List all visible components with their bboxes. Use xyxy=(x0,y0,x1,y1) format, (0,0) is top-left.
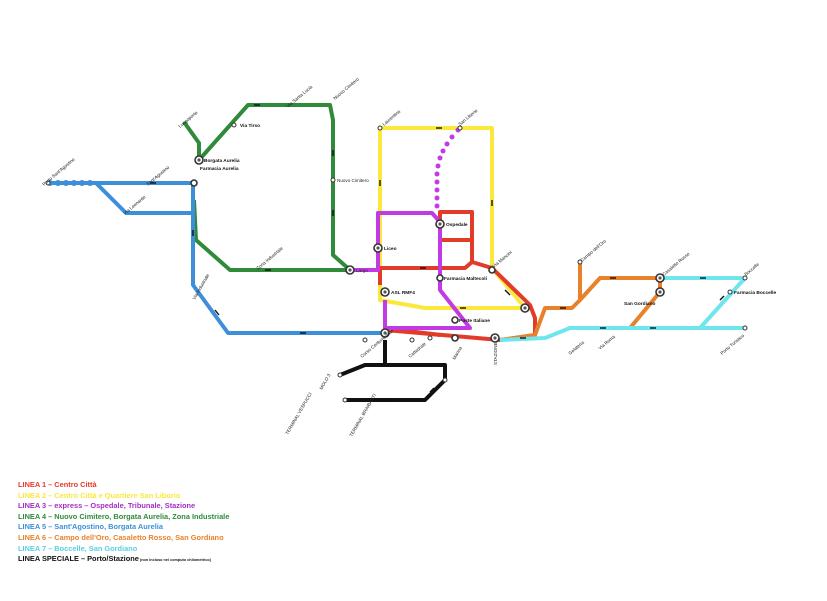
label-porto-turistico: Porto Turistico xyxy=(719,333,745,356)
legend-label: LINEA SPECIALE – Porto/Stazione xyxy=(18,554,139,564)
label-molo: MOLO 3 xyxy=(319,373,332,391)
label-terminal-vespucci: TERMINAL VESPUCCI xyxy=(285,392,313,436)
label-farmacia-boccelle: Farmacia Boccelle xyxy=(734,290,776,296)
label-largo: Largo xyxy=(356,268,368,273)
label-via-tirso: Via Tirso xyxy=(240,123,260,129)
station-farmacia-aurelia[interactable] xyxy=(190,179,198,187)
label-cattedrale: Cattedrale xyxy=(407,341,427,359)
label-farmacia-aurelia: Farmacia Aurelia xyxy=(200,166,239,172)
label-borgata-aurelia: Borgata Aurelia xyxy=(204,158,240,164)
legend-label: LINEA 5 – Sant'Agostino, Borgata Aurelia xyxy=(18,522,163,532)
legend-item: LINEA 6 – Campo dell'Oro, Casaletto Ross… xyxy=(18,533,318,544)
line-4-route xyxy=(182,103,352,272)
label-boccelle: Boccelle xyxy=(743,261,760,276)
line-3-route xyxy=(350,211,472,330)
label-zona-industriale: Zona Industriale xyxy=(255,245,284,270)
legend-item: LINEA 2 – Centro Città e Quartiere San L… xyxy=(18,491,318,502)
legend-item: LINEA SPECIALE – Porto/Stazione (non inc… xyxy=(18,554,318,566)
stop-labels: Porto Sant'Agostino Sant'Agostino Borgat… xyxy=(41,76,776,437)
legend-item: LINEA 7 – Boccelle, San Gordiano xyxy=(18,544,318,555)
label-gelateria: Gelateria xyxy=(567,340,585,356)
label-via-mancini: Via Mancini xyxy=(491,250,512,269)
legend-note: (non incluso nel computo chilometrico) xyxy=(138,558,212,563)
label-casaletto: Casaletto Rosso xyxy=(661,251,690,277)
label-ospedale: Ospedale xyxy=(446,222,468,228)
line-2-route xyxy=(378,126,527,310)
station-poste[interactable] xyxy=(451,316,459,324)
label-campo-oro: Campo dell'Oro xyxy=(579,238,607,263)
legend-label: LINEA 3 – express – Ospedale, Tribunale,… xyxy=(18,501,196,511)
label-asl: ASL RMF4 xyxy=(391,290,415,296)
line-3-dotted xyxy=(434,127,461,209)
label-poste: Poste Italiane xyxy=(459,318,490,324)
legend-label: LINEA 1 – Centro Città xyxy=(18,480,97,489)
legend-label: LINEA 2 – Centro Città e Quartiere San L… xyxy=(18,490,181,500)
legend-item: LINEA 4 – Nuovo Cimitero, Borgata Aureli… xyxy=(18,512,318,523)
line-special-route xyxy=(339,340,447,402)
legend-label: LINEA 7 – Boccelle, San Gordiano xyxy=(18,543,138,553)
label-via-roma: Via Roma xyxy=(597,334,616,351)
label-san-gordiano: San Gordiano xyxy=(624,301,656,307)
small-stops xyxy=(45,122,748,403)
legend-item: LINEA 1 – Centro Città xyxy=(18,480,318,491)
direction-markers xyxy=(150,104,725,401)
legend-label: LINEA 6 – Campo dell'Oro, Casaletto Ross… xyxy=(18,532,224,542)
station-via-mancini[interactable] xyxy=(488,266,496,274)
label-cimitero: Nuovo Cimitero xyxy=(332,76,360,100)
station-marina[interactable] xyxy=(451,334,459,342)
label-san-liborio: San Liborio xyxy=(457,108,478,127)
legend-label: LINEA 4 – Nuovo Cimitero, Borgata Aureli… xyxy=(18,511,230,521)
label-farmacia-maltecoli: Farmacia Maltecoli xyxy=(444,276,487,282)
label-laurentina: Laurentina xyxy=(381,109,401,127)
label-marina: Marina xyxy=(452,345,464,360)
label-liceo: Liceo xyxy=(384,246,397,252)
label-stazione: STAZIONE xyxy=(493,342,498,365)
station-farmacia-maltecoli[interactable] xyxy=(436,274,444,282)
label-nuovo-cimitero: Nuovo Cimitero xyxy=(337,178,369,183)
legend-item: LINEA 3 – express – Ospedale, Tribunale,… xyxy=(18,501,318,512)
legend-item: LINEA 5 – Sant'Agostino, Borgata Aurelia xyxy=(18,522,318,533)
